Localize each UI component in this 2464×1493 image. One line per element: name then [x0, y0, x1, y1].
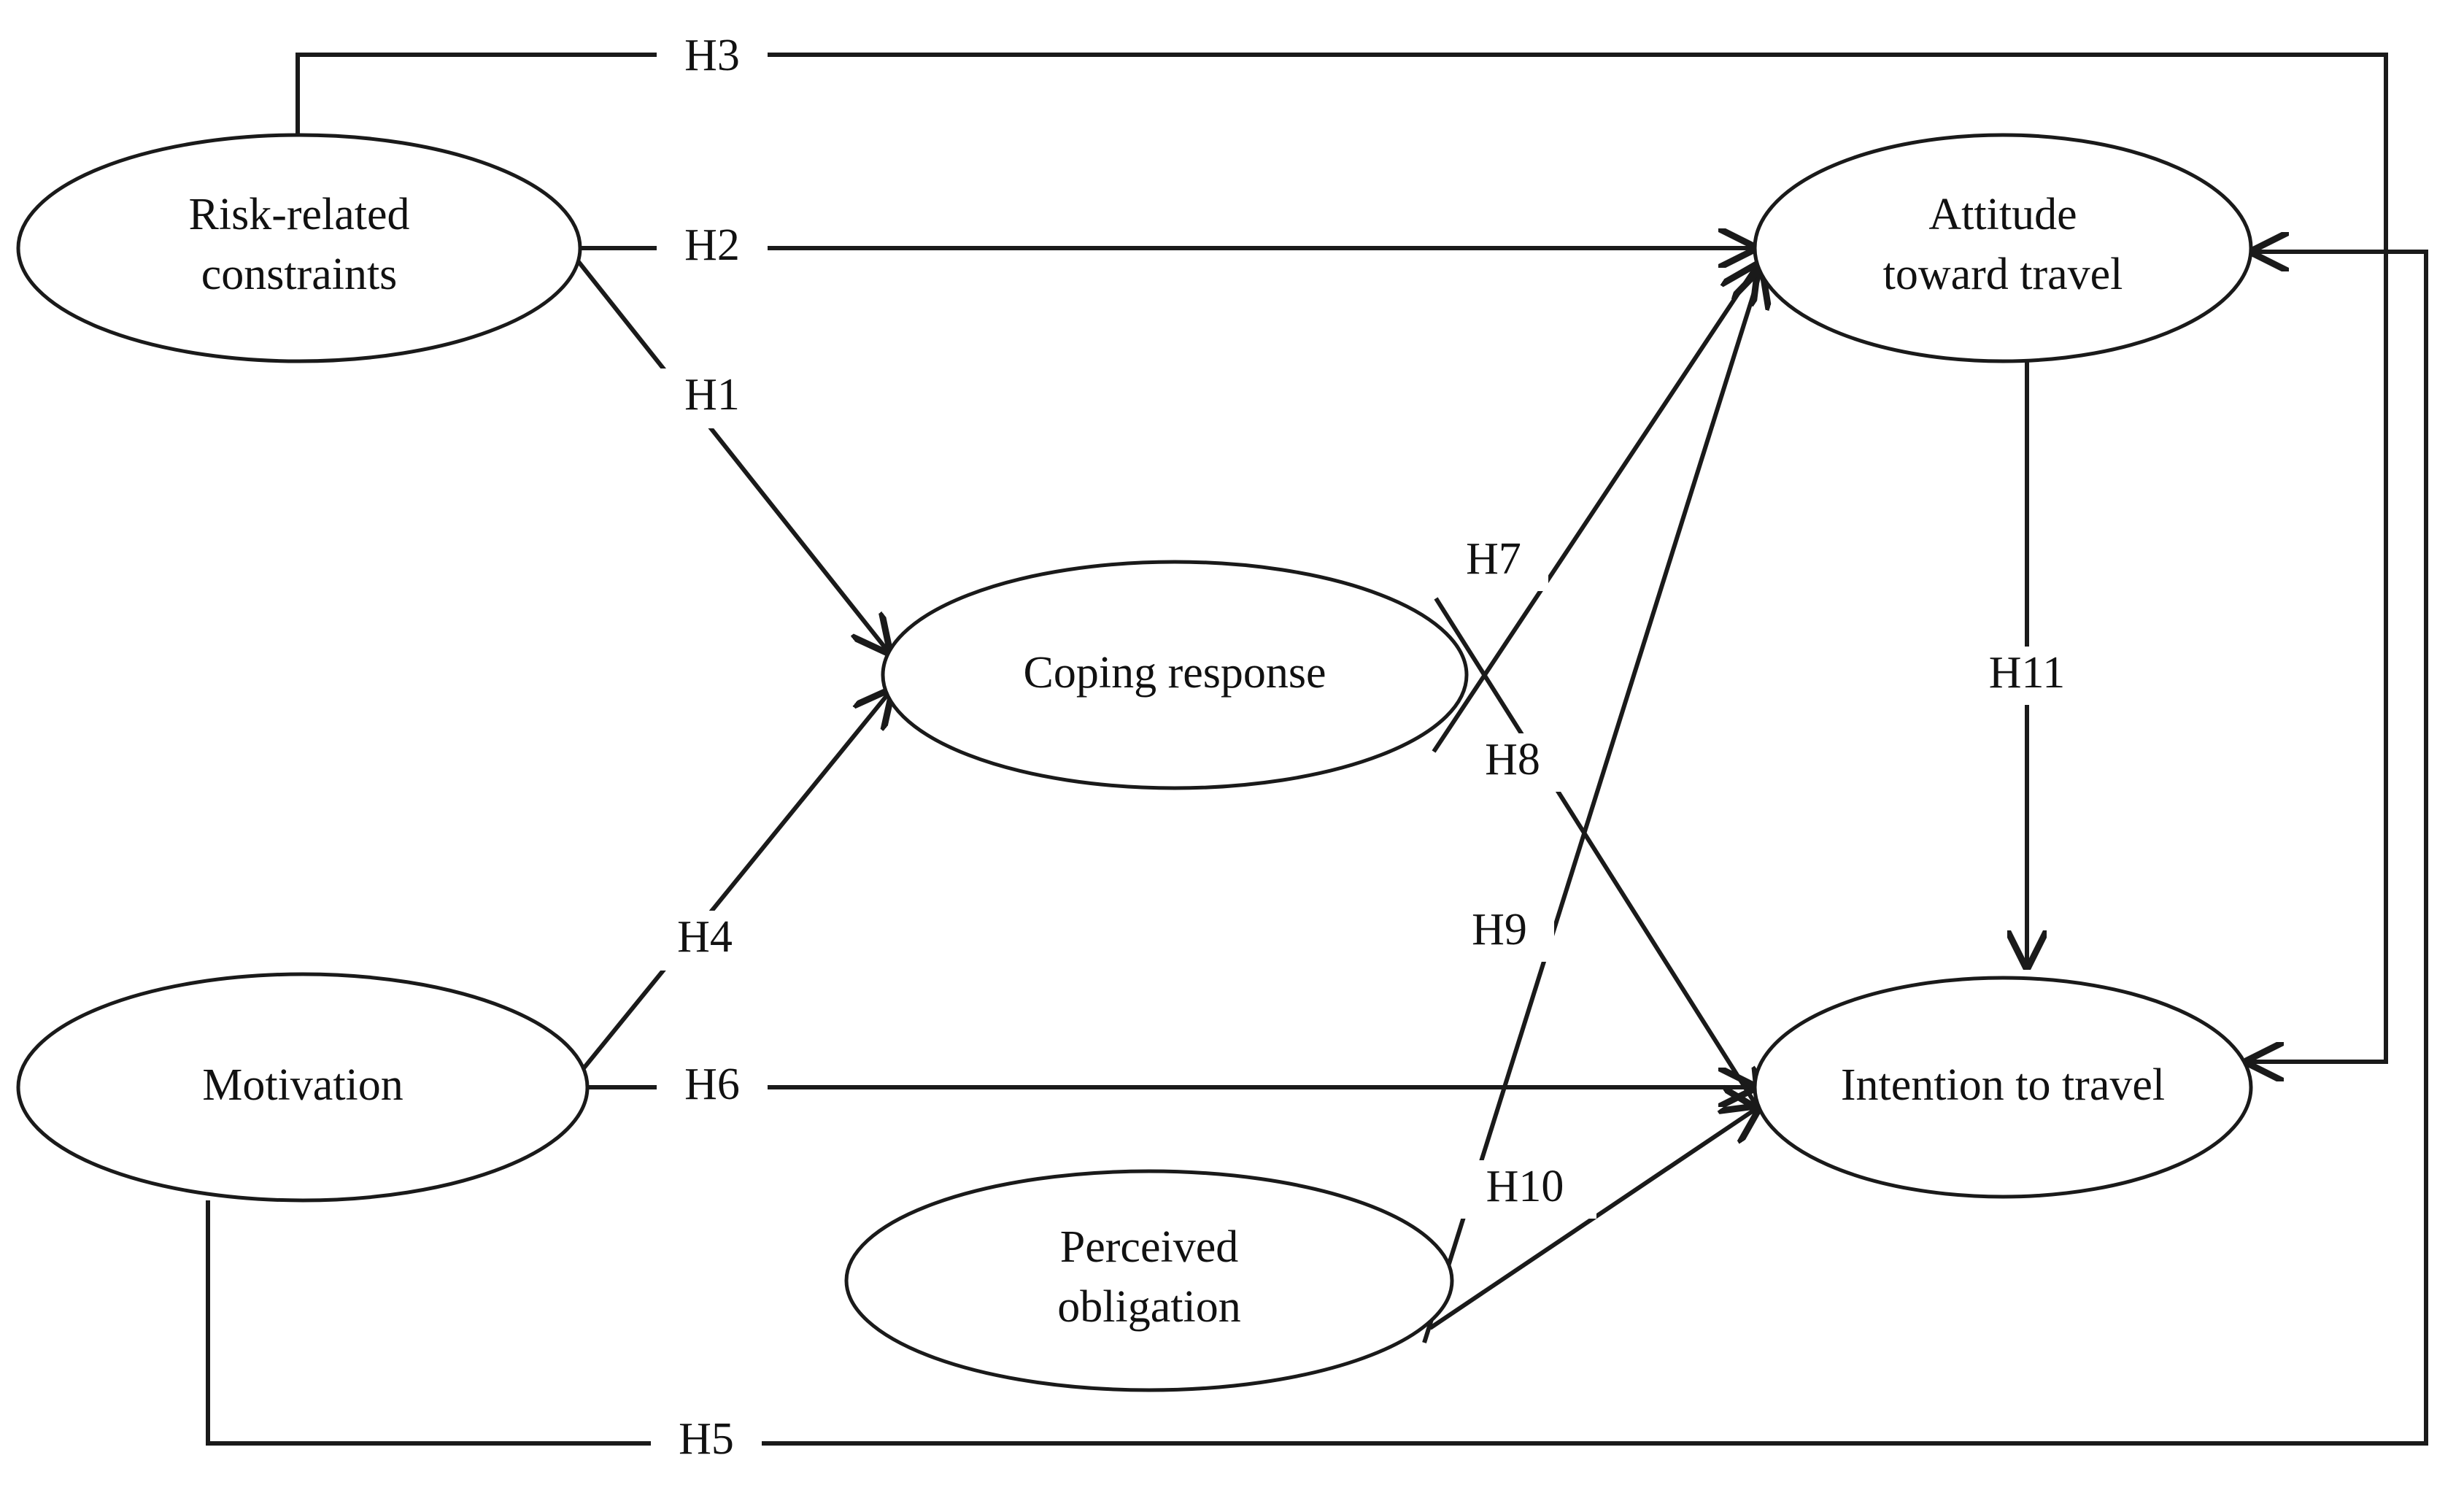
- node-attitude-toward-travel-label-line2: toward travel: [1883, 250, 2123, 299]
- edge-label-H3: H3: [657, 31, 768, 86]
- edge-label-H7-bg: [1439, 533, 1548, 591]
- edge-label-H10-text: H10: [1486, 1162, 1564, 1211]
- edge-label-H2: H2: [657, 220, 768, 276]
- edge-label-H8-bg: [1458, 733, 1567, 792]
- edge-label-H4-bg: [649, 911, 760, 971]
- edge-H7-path: [1432, 269, 1755, 753]
- node-motivation[interactable]: Motivation: [16, 972, 590, 1203]
- edge-label-H6-bg: [657, 1060, 768, 1115]
- edge-label-H11-bg: [1955, 647, 2098, 705]
- node-perceived-obligation-label-line2: obligation: [1057, 1282, 1240, 1332]
- edge-label-H10: H10: [1453, 1160, 1596, 1219]
- node-risk-related-constraints-shape[interactable]: [16, 133, 582, 363]
- edge-label-H2-text: H2: [684, 220, 740, 270]
- node-attitude-toward-travel[interactable]: Attitude toward travel: [1753, 133, 2253, 363]
- node-perceived-obligation-shape[interactable]: [844, 1169, 1454, 1392]
- node-motivation-shape[interactable]: [16, 972, 590, 1203]
- edge-H4-path: [578, 693, 889, 1074]
- edge-label-H2-bg: [657, 220, 768, 276]
- node-attitude-toward-travel-label-line1: Attitude: [1928, 190, 2077, 239]
- edge-label-H10-bg: [1453, 1160, 1596, 1219]
- node-motivation-label-line1: Motivation: [202, 1060, 403, 1110]
- edge-H4: [578, 693, 889, 1074]
- edge-H8-path: [1434, 597, 1756, 1104]
- edge-label-H6: H6: [657, 1060, 768, 1115]
- edge-label-H7: H7: [1439, 533, 1548, 591]
- node-coping-response-label-line1: Coping response: [1023, 648, 1326, 698]
- edge-label-H3-bg: [657, 31, 768, 86]
- node-perceived-obligation-label-line1: Perceived: [1060, 1222, 1238, 1272]
- edge-label-H7-text: H7: [1466, 534, 1521, 584]
- edge-label-H5-text: H5: [679, 1414, 734, 1464]
- node-risk-related-constraints-label-line2: constraints: [201, 250, 398, 299]
- edge-label-H11-text: H11: [1989, 648, 2065, 698]
- edge-H1: [574, 258, 887, 649]
- edge-label-H1-text: H1: [684, 370, 740, 420]
- edge-label-H3-text: H3: [684, 31, 740, 80]
- edge-H5-path: [206, 252, 2428, 1446]
- edge-label-H4: H4: [649, 911, 760, 971]
- edge-H7: [1432, 269, 1755, 753]
- node-intention-to-travel-label-line1: Intention to travel: [1841, 1060, 2165, 1110]
- edge-label-H9-text: H9: [1472, 905, 1527, 954]
- edge-label-H6-text: H6: [684, 1060, 740, 1109]
- node-risk-related-constraints[interactable]: Risk-related constraints: [16, 133, 582, 363]
- node-coping-response-shape[interactable]: [881, 560, 1469, 790]
- edge-H8: [1434, 597, 1756, 1104]
- node-coping-response[interactable]: Coping response: [881, 560, 1469, 790]
- edge-label-H1-bg: [657, 369, 768, 428]
- edge-H3-path: [296, 53, 2388, 1062]
- edge-H1-path: [574, 258, 887, 649]
- node-intention-to-travel-shape[interactable]: [1753, 976, 2253, 1199]
- node-intention-to-travel[interactable]: Intention to travel: [1753, 976, 2253, 1199]
- edge-label-H5-bg: [651, 1416, 762, 1471]
- edge-label-H11: H11: [1955, 647, 2098, 705]
- edge-label-H9-bg: [1445, 903, 1554, 962]
- edge-label-H4-text: H4: [677, 912, 733, 962]
- edge-H3: [296, 53, 2388, 1062]
- edge-label-H8-text: H8: [1485, 735, 1540, 784]
- node-perceived-obligation[interactable]: Perceived obligation: [844, 1169, 1454, 1392]
- edge-label-H8: H8: [1458, 733, 1567, 792]
- edge-label-H9: H9: [1445, 903, 1554, 962]
- edge-H5: [206, 252, 2428, 1446]
- node-risk-related-constraints-label-line1: Risk-related: [188, 190, 409, 239]
- edge-label-H5: H5: [651, 1414, 762, 1471]
- edge-label-H1: H1: [657, 369, 768, 428]
- node-attitude-toward-travel-shape[interactable]: [1753, 133, 2253, 363]
